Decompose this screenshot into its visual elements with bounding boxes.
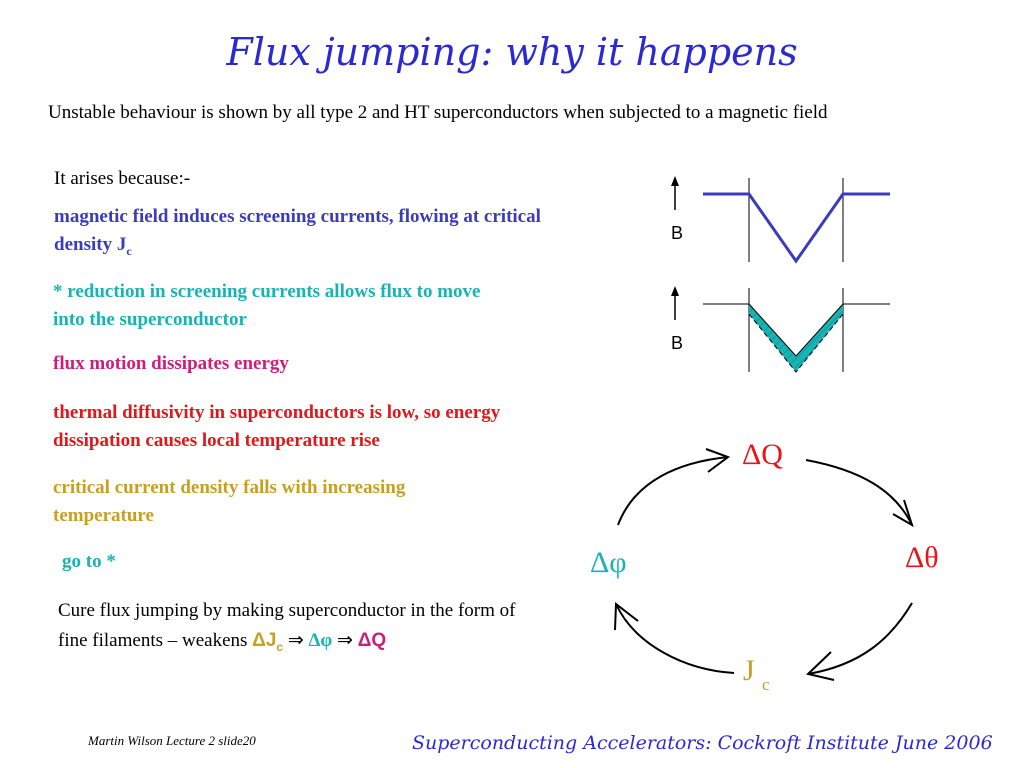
- point-screening-currents: magnetic field induces screening current…: [54, 203, 584, 265]
- arises-text: It arises because:-: [54, 168, 191, 189]
- field-profile-after: [748, 313, 844, 373]
- b-axis-arrowhead-bottom: [671, 286, 679, 296]
- cure-delta-jc-sub: c: [276, 639, 284, 654]
- cycle-arrow-dtheta-to-jc: [807, 602, 913, 675]
- footer-lecture: Martin Wilson Lecture 2 slide20: [88, 733, 256, 748]
- cycle-delta-q: ΔQ: [742, 438, 783, 471]
- cycle-arrow-dq-to-dtheta: [805, 459, 913, 526]
- cure-implies-2: ⇒: [332, 630, 358, 651]
- b-label-bottom: B: [671, 333, 683, 353]
- field-profile-bottom: [671, 286, 890, 373]
- point-screening-text: magnetic field induces screening current…: [54, 206, 541, 255]
- b-label-top: B: [671, 223, 683, 243]
- feedback-cycle: [614, 448, 914, 681]
- field-profile-top: [671, 176, 890, 264]
- cure-text-main: Cure flux jumping by making superconduct…: [58, 600, 516, 651]
- cure-delta-jc: ΔJ: [252, 630, 277, 651]
- intro-text: Unstable behaviour is shown by all type …: [48, 102, 828, 123]
- field-profile-before: [748, 303, 844, 357]
- slide-title: Flux jumping: why it happens: [226, 30, 798, 74]
- point-temperature-rise: thermal diffusivity in superconductors i…: [53, 402, 501, 451]
- cycle-arrow-jc-to-dphi: [615, 603, 735, 674]
- cure-delta-q: ΔQ: [357, 630, 387, 651]
- cycle-jc: J: [743, 654, 755, 687]
- point-flux-moves: * reduction in screening currents allows…: [53, 281, 481, 330]
- field-profile-line-top: [703, 192, 890, 264]
- footer-course: Superconducting Accelerators: Cockroft I…: [412, 732, 993, 754]
- cycle-jc-sub: c: [762, 675, 770, 694]
- cure-delta-phi: Δφ: [308, 630, 333, 651]
- b-axis-arrowhead-top: [671, 176, 679, 186]
- cure-text: Cure flux jumping by making superconduct…: [58, 596, 548, 662]
- cycle-arrowhead-dphi-to-dq: [705, 448, 731, 473]
- point-jc-falls: critical current density falls with incr…: [53, 477, 406, 526]
- cure-implies-1: ⇒: [283, 630, 309, 651]
- cycle-delta-phi: Δφ: [590, 546, 627, 579]
- cycle-delta-theta: Δθ: [905, 541, 939, 574]
- cycle-arrowhead-jc-to-dphi: [614, 602, 639, 631]
- cycle-arrowhead-dq-to-dtheta: [892, 499, 914, 528]
- cycle-arrow-dphi-to-dq: [617, 456, 729, 526]
- point-screening-sub: c: [126, 243, 132, 258]
- point-go-to: go to *: [62, 551, 116, 572]
- flux-change-region: [749, 304, 843, 372]
- cycle-arrowhead-dtheta-to-jc: [805, 651, 835, 681]
- point-dissipation: flux motion dissipates energy: [53, 353, 289, 374]
